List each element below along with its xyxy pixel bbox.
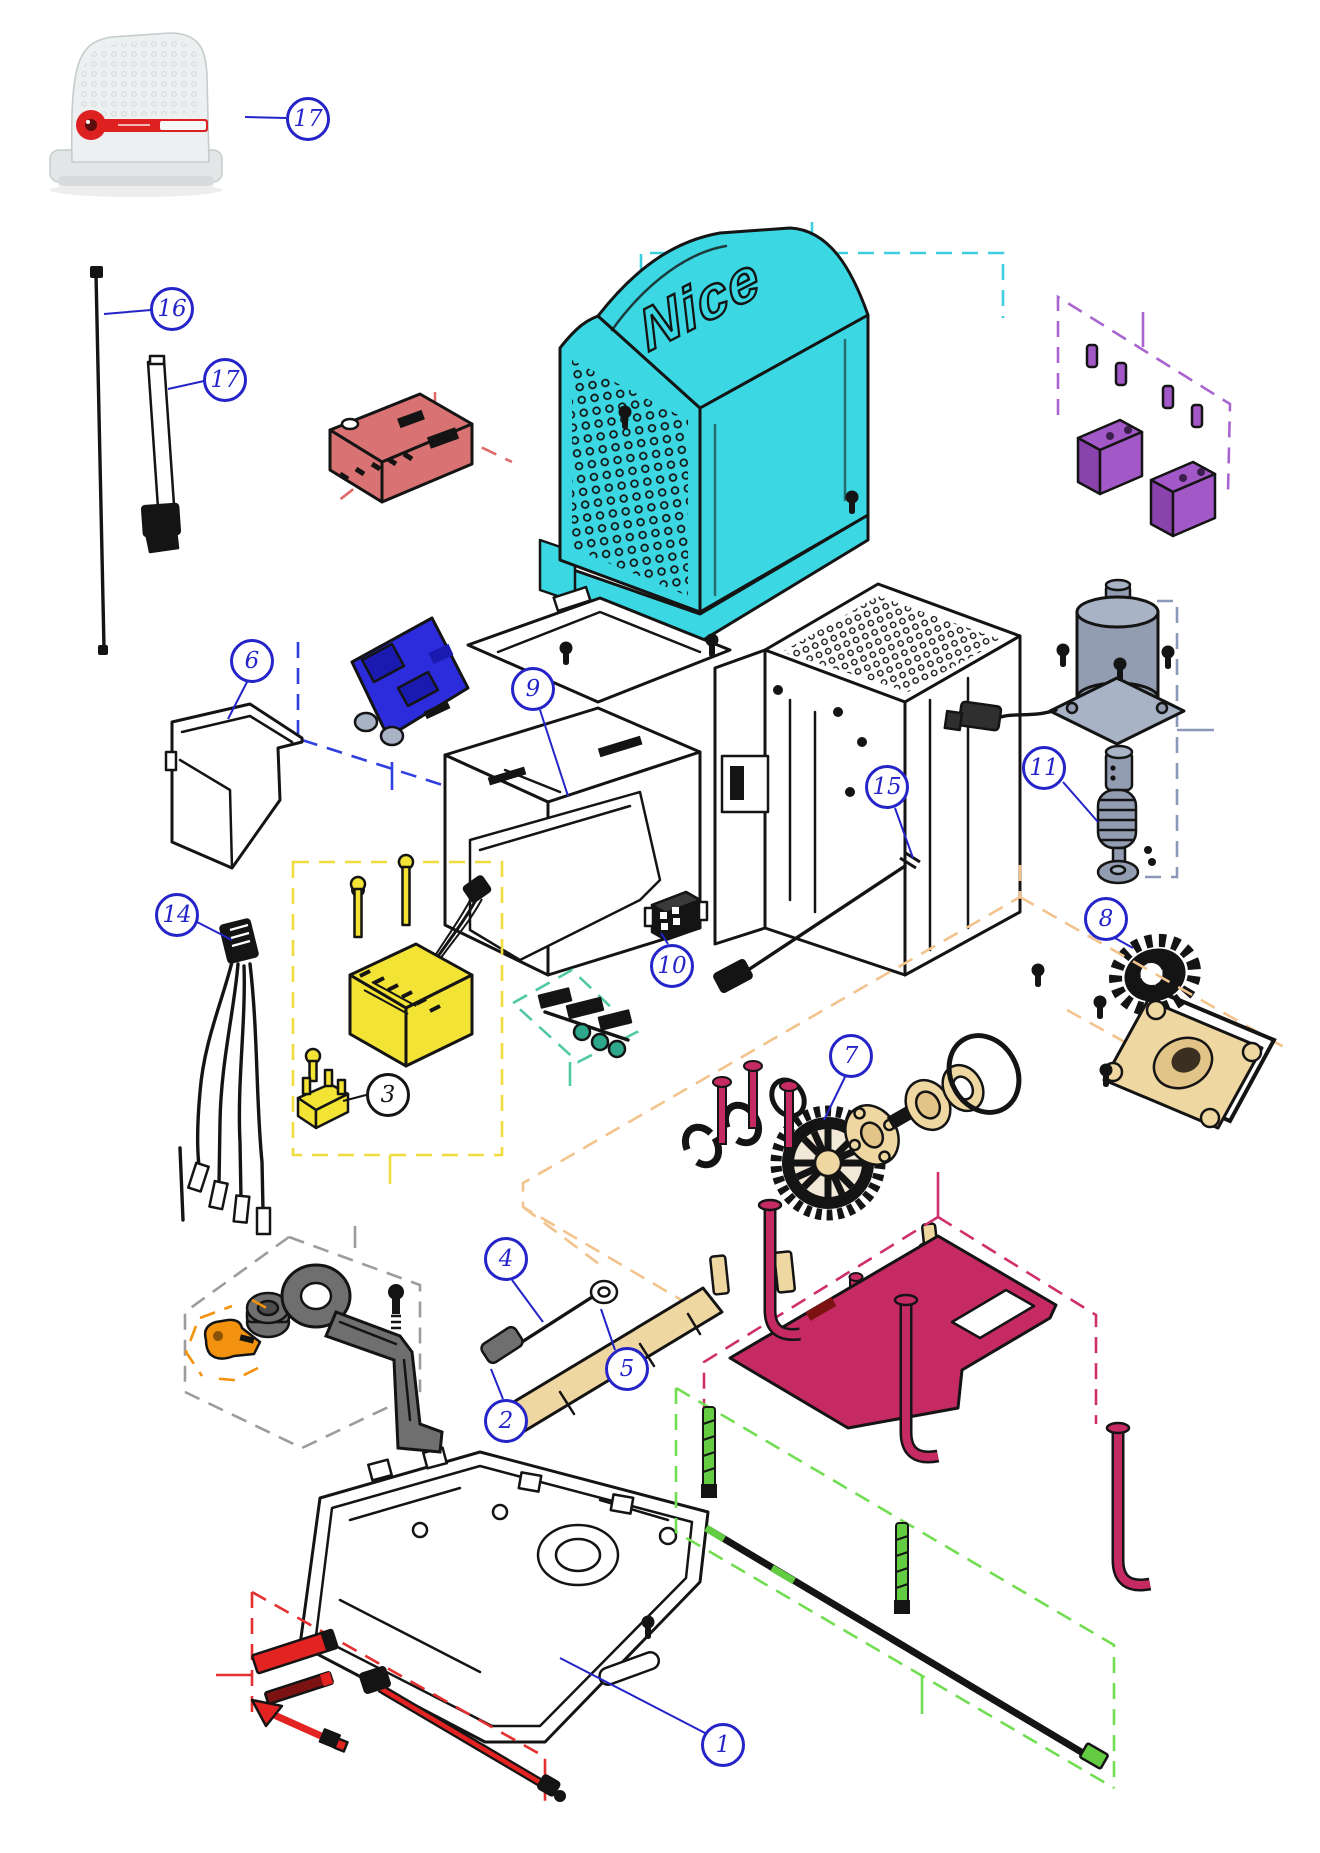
drive-assembly-box — [521, 865, 1290, 1320]
red-parts — [250, 1628, 566, 1802]
small-parts — [537, 987, 633, 1059]
gearmotor-housing-part — [443, 582, 1022, 977]
green-cable — [704, 1524, 1109, 1770]
base-part — [298, 1446, 710, 1744]
foundation-plate-part — [712, 1060, 1152, 1592]
callout-10[interactable]: 10 — [650, 944, 694, 988]
rod-part — [90, 266, 108, 655]
green-parts — [701, 1406, 1109, 1770]
limit-bracket-parts — [1076, 343, 1217, 538]
motor-part — [943, 578, 1186, 746]
callout-4[interactable]: 4 — [484, 1237, 528, 1281]
j-hook-bolt — [757, 1198, 1152, 1592]
callout-5[interactable]: 5 — [605, 1347, 649, 1391]
plate-slot — [950, 1288, 1036, 1340]
callout-1[interactable]: 1 — [701, 1723, 745, 1767]
pcb-box — [296, 642, 453, 790]
callout-14[interactable]: 14 — [155, 893, 199, 937]
callout-17-ribbon[interactable]: 17 — [203, 358, 247, 402]
release-door — [468, 790, 662, 962]
callout-3[interactable]: 3 — [366, 1073, 410, 1117]
motor-plate — [1048, 676, 1186, 746]
cover-part: Nice — [538, 226, 870, 644]
red-arrow-rod — [250, 1698, 349, 1753]
control-board-part — [328, 392, 474, 504]
callout-11[interactable]: 11 — [1022, 746, 1066, 790]
red-cable — [359, 1666, 566, 1802]
callout-16[interactable]: 16 — [150, 287, 194, 331]
callout-15[interactable]: 15 — [865, 765, 909, 809]
callout-8[interactable]: 8 — [1084, 897, 1128, 941]
release-lever-part — [184, 1263, 444, 1454]
worm-gear-part — [1096, 744, 1156, 885]
transformer-part — [348, 853, 492, 1068]
callout-17-photo[interactable]: 17 — [286, 97, 330, 141]
callout-9[interactable]: 9 — [511, 667, 555, 711]
green-parts-box — [674, 1386, 1116, 1790]
housing-socket — [720, 754, 770, 814]
ribbon-cable-part — [140, 354, 182, 554]
gearbox-flange — [1102, 989, 1277, 1130]
pivot-pin-parts — [480, 1279, 619, 1365]
product-photo — [49, 32, 223, 197]
transformer-box — [291, 860, 504, 1184]
sleeve-part — [480, 1325, 524, 1365]
release-lever-box — [183, 1226, 422, 1450]
callout-2[interactable]: 2 — [484, 1399, 528, 1443]
pcb-part — [350, 616, 470, 747]
leader-lines — [103, 116, 1134, 1734]
wire-harness-part — [178, 918, 272, 1236]
mount-bracket-part — [164, 702, 304, 870]
purple-bracket — [1149, 460, 1217, 538]
purple-bracket — [1076, 418, 1144, 496]
small-parts-box — [510, 968, 640, 1086]
release-key — [203, 1318, 262, 1360]
callout-7[interactable]: 7 — [829, 1034, 873, 1078]
terminal-block-part — [296, 1047, 350, 1130]
bracket-group-box — [1056, 294, 1232, 493]
lever-arm — [280, 1263, 444, 1454]
board-screw-hole — [340, 417, 360, 431]
connector-part — [643, 890, 709, 942]
callout-6[interactable]: 6 — [230, 639, 274, 683]
purple-pin — [1085, 343, 1204, 429]
